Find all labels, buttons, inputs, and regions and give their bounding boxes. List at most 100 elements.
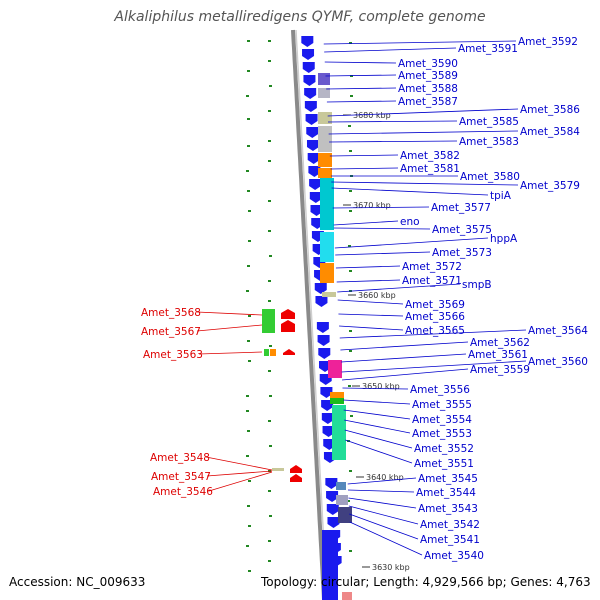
gene-label-Amet_3577[interactable]: Amet_3577 bbox=[431, 202, 491, 214]
gene-label-Amet_3588[interactable]: Amet_3588 bbox=[398, 83, 458, 95]
gc-tick bbox=[247, 40, 250, 42]
gc-tick bbox=[348, 125, 351, 127]
gene-label-Amet_3541[interactable]: Amet_3541 bbox=[420, 534, 480, 546]
gc-tick bbox=[246, 410, 249, 412]
gene-leader-line bbox=[341, 353, 467, 363]
gc-tick bbox=[268, 560, 271, 562]
gene-label-eno[interactable]: eno bbox=[400, 216, 420, 228]
gene-label-Amet_3581[interactable]: Amet_3581 bbox=[400, 163, 460, 175]
gc-tick bbox=[268, 370, 271, 372]
gene-leader-line bbox=[327, 108, 519, 117]
gene-label-Amet_3540[interactable]: Amet_3540 bbox=[424, 550, 484, 562]
gc-tick bbox=[268, 540, 271, 542]
gc-tick bbox=[248, 525, 251, 527]
gc-tick bbox=[349, 350, 352, 352]
gene-label-Amet_3560[interactable]: Amet_3560 bbox=[528, 356, 588, 368]
gene-label-Amet_3566[interactable]: Amet_3566 bbox=[405, 311, 465, 323]
gene-label-Amet_3583[interactable]: Amet_3583 bbox=[459, 136, 519, 148]
gc-tick bbox=[349, 190, 352, 192]
gc-tick bbox=[268, 300, 271, 302]
gene-label-Amet_3544[interactable]: Amet_3544 bbox=[416, 487, 476, 499]
gene-label-Amet_3571[interactable]: Amet_3571 bbox=[402, 275, 462, 287]
gene-leader-line bbox=[342, 368, 469, 381]
functional-category-block bbox=[336, 495, 348, 505]
gene-label-Amet_3575[interactable]: Amet_3575 bbox=[432, 224, 492, 236]
functional-category-block bbox=[332, 405, 346, 460]
gene-label-Amet_3573[interactable]: Amet_3573 bbox=[432, 247, 492, 259]
gene-label-Amet_3590[interactable]: Amet_3590 bbox=[398, 58, 458, 70]
gc-tick bbox=[349, 210, 352, 212]
gc-tick bbox=[246, 395, 249, 397]
cds-forward-arrow bbox=[316, 322, 329, 333]
cds-forward-arrow bbox=[314, 283, 327, 294]
gene-label-Amet_3555[interactable]: Amet_3555 bbox=[412, 399, 472, 411]
gene-leader-line bbox=[196, 324, 263, 332]
backbone-inner bbox=[295, 29, 328, 600]
gc-tick bbox=[246, 545, 249, 547]
gc-tick bbox=[349, 330, 352, 332]
gene-leader-line bbox=[196, 311, 263, 316]
gene-label-Amet_3569[interactable]: Amet_3569 bbox=[405, 299, 465, 311]
cds-forward-arrow bbox=[305, 114, 318, 125]
gene-label-Amet_3548[interactable]: Amet_3548 bbox=[150, 452, 210, 464]
gene-label-Amet_3568[interactable]: Amet_3568 bbox=[141, 307, 201, 319]
gene-label-Amet_3567[interactable]: Amet_3567 bbox=[141, 326, 201, 338]
gene-label-Amet_3579[interactable]: Amet_3579 bbox=[520, 180, 580, 192]
gene-label-Amet_3565[interactable]: Amet_3565 bbox=[405, 325, 465, 337]
gc-tick bbox=[247, 190, 250, 192]
gene-label-hppA[interactable]: hppA bbox=[490, 233, 518, 245]
gene-label-Amet_3586[interactable]: Amet_3586 bbox=[520, 104, 580, 116]
gene-label-Amet_3580[interactable]: Amet_3580 bbox=[460, 171, 520, 183]
gene-label-Amet_3554[interactable]: Amet_3554 bbox=[412, 414, 472, 426]
functional-category-block bbox=[318, 73, 330, 85]
gene-label-Amet_3542[interactable]: Amet_3542 bbox=[420, 519, 480, 531]
gene-label-Amet_3572[interactable]: Amet_3572 bbox=[402, 261, 462, 273]
gene-label-Amet_3589[interactable]: Amet_3589 bbox=[398, 70, 458, 82]
gene-label-tpiA[interactable]: tpiA bbox=[490, 190, 512, 202]
gene-label-Amet_3546[interactable]: Amet_3546 bbox=[153, 486, 213, 498]
gene-leader-line bbox=[205, 456, 273, 471]
gene-label-Amet_3561[interactable]: Amet_3561 bbox=[468, 349, 528, 361]
gene-label-Amet_3552[interactable]: Amet_3552 bbox=[414, 443, 474, 455]
gene-label-Amet_3545[interactable]: Amet_3545 bbox=[418, 473, 478, 485]
gene-leader-line bbox=[323, 40, 517, 45]
gene-label-smpB[interactable]: smpB bbox=[462, 279, 492, 291]
gc-tick bbox=[248, 360, 251, 362]
gene-leader-line bbox=[336, 279, 401, 283]
gene-label-Amet_3591[interactable]: Amet_3591 bbox=[458, 43, 518, 55]
gene-label-Amet_3585[interactable]: Amet_3585 bbox=[459, 116, 519, 128]
gc-tick bbox=[247, 70, 250, 72]
gene-label-Amet_3582[interactable]: Amet_3582 bbox=[400, 150, 460, 162]
gene-label-Amet_3587[interactable]: Amet_3587 bbox=[398, 96, 458, 108]
gene-label-Amet_3563[interactable]: Amet_3563 bbox=[143, 349, 203, 361]
cds-forward-arrow bbox=[302, 62, 315, 73]
gene-label-Amet_3551[interactable]: Amet_3551 bbox=[414, 458, 474, 470]
functional-category-block bbox=[320, 232, 334, 262]
gc-tick bbox=[269, 395, 272, 397]
gene-label-Amet_3562[interactable]: Amet_3562 bbox=[470, 337, 530, 349]
functional-category-block bbox=[318, 168, 332, 178]
gene-label-Amet_3584[interactable]: Amet_3584 bbox=[520, 126, 580, 138]
gene-label-Amet_3564[interactable]: Amet_3564 bbox=[528, 325, 588, 337]
gc-tick bbox=[248, 480, 251, 482]
cds-forward-arrow bbox=[326, 504, 339, 515]
gene-label-Amet_3592[interactable]: Amet_3592 bbox=[518, 36, 578, 48]
gene-label-Amet_3553[interactable]: Amet_3553 bbox=[412, 428, 472, 440]
cds-reverse-arrow bbox=[281, 309, 295, 319]
gc-tick bbox=[348, 385, 351, 387]
position-marker-label: 3640 kbp bbox=[366, 473, 404, 482]
gene-label-Amet_3556[interactable]: Amet_3556 bbox=[410, 384, 470, 396]
gc-tick bbox=[349, 42, 352, 44]
gene-leader-line bbox=[328, 130, 519, 135]
gc-tick bbox=[268, 110, 271, 112]
gene-label-Amet_3543[interactable]: Amet_3543 bbox=[418, 503, 478, 515]
gene-leader-line bbox=[339, 329, 527, 339]
functional-category-block bbox=[318, 153, 332, 167]
gene-label-Amet_3559[interactable]: Amet_3559 bbox=[470, 364, 530, 376]
functional-category-block bbox=[330, 398, 344, 404]
cds-forward-arrow bbox=[306, 127, 319, 138]
cds-forward-arrow bbox=[304, 88, 317, 99]
gene-label-Amet_3547[interactable]: Amet_3547 bbox=[151, 471, 211, 483]
gc-tick bbox=[268, 280, 271, 282]
